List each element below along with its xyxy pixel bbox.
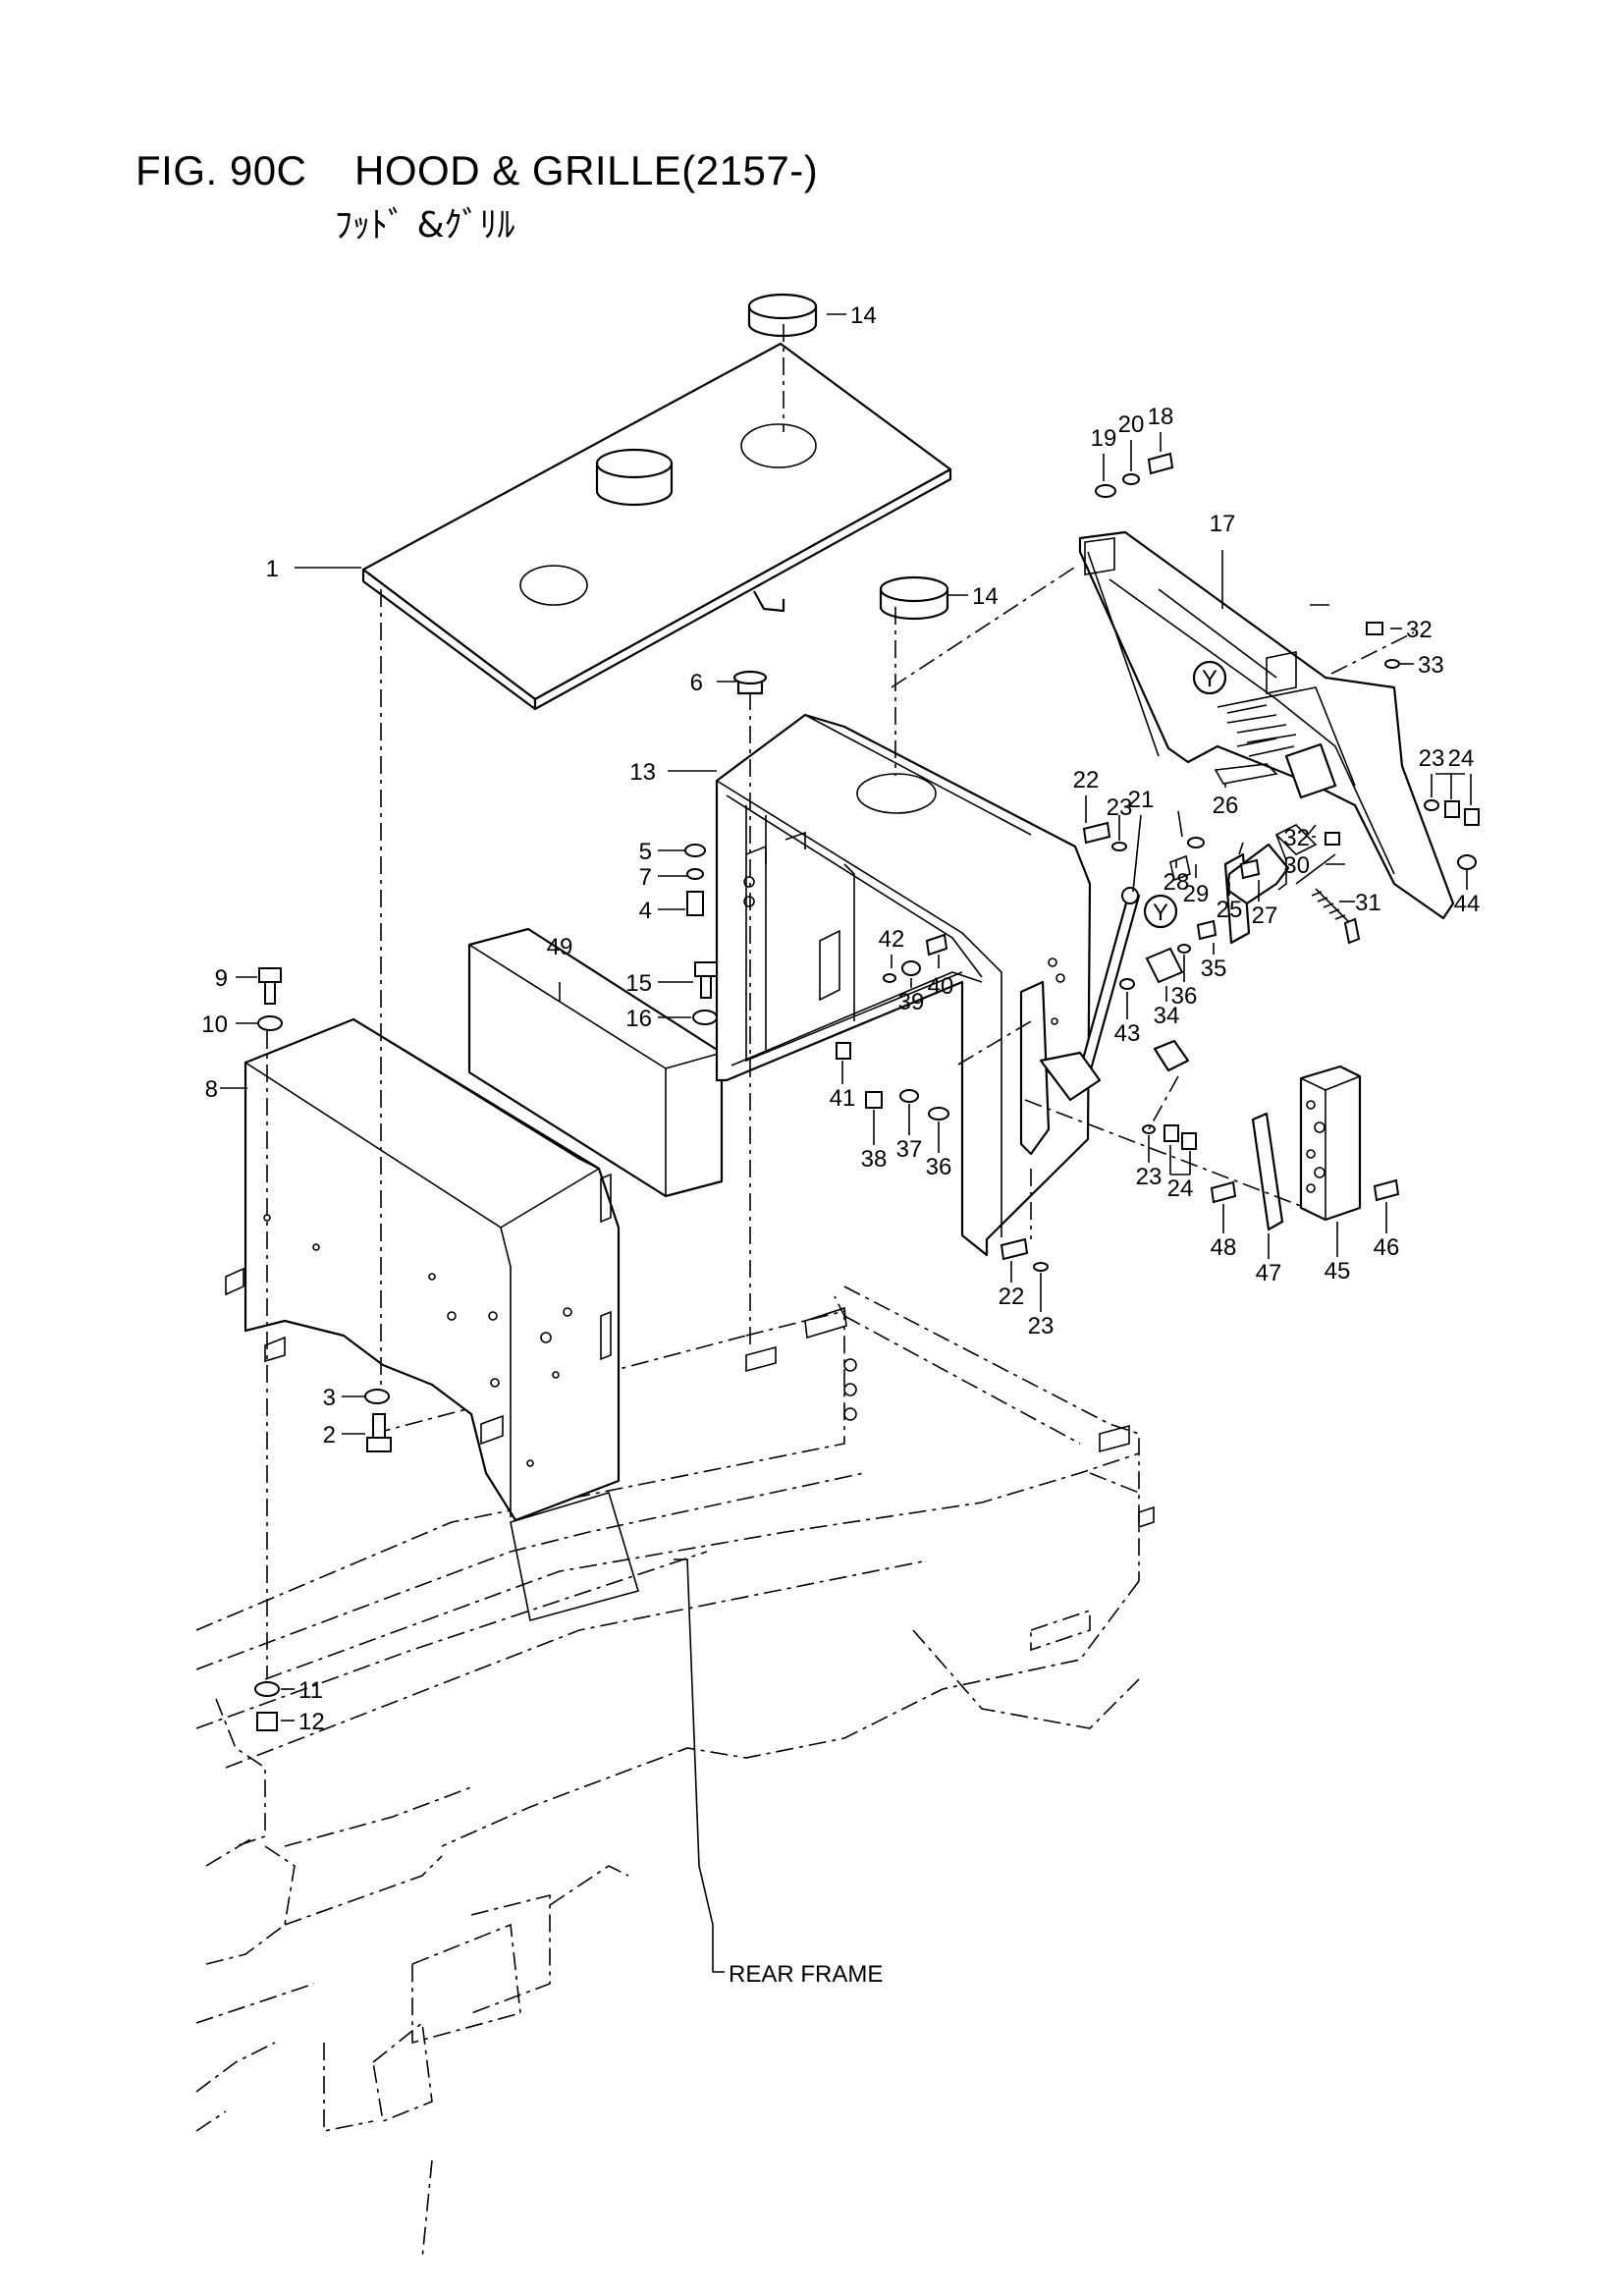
part-label: 11 [298,1677,323,1704]
part-label: 43 [1114,1020,1141,1047]
part-label: 4 [639,898,652,924]
part-label: 13 [629,759,656,786]
hood-top-panel [361,342,952,711]
part-label: 46 [1374,1234,1400,1261]
part-label: 40 [928,973,954,1000]
part-number-labels: 1 2 3 4 5 6 7 8 9 10 11 12 13 14 14 15 1… [201,302,1480,1988]
cap-lower [879,575,949,621]
part-label: 33 [1418,652,1444,679]
view-y-callout-lower: Y [1143,894,1178,929]
part-label: 38 [861,1146,888,1173]
part-label: 37 [896,1136,923,1163]
part-label: 21 [1128,787,1155,813]
part-label: 23 [1028,1313,1055,1339]
part-label: 36 [926,1154,952,1180]
grille-frame [1078,530,1455,920]
view-y-label-upper: Y [1202,666,1217,692]
part-label: 47 [1256,1260,1282,1286]
part-label: 23 [1419,745,1445,772]
mount-block [1299,1065,1362,1222]
cap-upper [747,293,818,338]
part-label: 14 [850,302,877,329]
part-label: 20 [1118,411,1145,438]
part-label: 26 [1213,793,1239,819]
part-label: 14 [972,583,999,610]
part-label: 29 [1183,881,1210,907]
insulation-panel [467,927,724,1198]
part-label: 19 [1091,425,1117,452]
part-label: 42 [879,926,905,953]
figure-title: FIG. 90C HOOD & GRILLE(2157-) [135,147,819,193]
part-label: 12 [298,1709,325,1735]
part-label: 41 [830,1085,856,1112]
part-label: 35 [1201,956,1227,982]
part-label: 28 [1163,869,1190,896]
part-label: 8 [205,1076,218,1103]
part-label: 44 [1454,891,1481,917]
part-label: 31 [1355,890,1381,916]
part-label: 24 [1167,1175,1194,1202]
part-label: 10 [201,1011,228,1038]
part-label: 17 [1210,511,1236,537]
part-label: 9 [215,965,228,992]
part-label: 48 [1211,1234,1237,1261]
part-label: 23 [1136,1164,1163,1190]
bracket-plate [1251,1112,1284,1231]
part-label: 36 [1171,983,1198,1010]
figure-subtitle: ﾌｯﾄﾞ &ｸﾞﾘﾙ [335,205,515,246]
gas-strut [1039,887,1190,1102]
hood-main-body [715,713,1092,1257]
rear-frame-outline [195,1285,1155,2260]
part-label: 27 [1252,902,1278,929]
part-label: 25 [1217,897,1243,923]
part-label: 32 [1283,825,1310,851]
view-y-label-lower: Y [1153,900,1168,926]
part-label: 7 [639,864,652,891]
part-label: 3 [323,1385,336,1411]
hardware-items [254,452,1480,1731]
part-label: 18 [1148,404,1174,430]
part-label: 39 [898,989,925,1015]
part-label: 22 [1073,767,1100,793]
view-y-callout-upper: Y [1192,660,1227,695]
left-side-cover [225,1017,640,1621]
leader-lines [220,313,1472,1973]
part-label: 49 [547,934,573,960]
part-label: 5 [639,839,652,865]
part-label: 2 [323,1422,336,1449]
figure-title-block: FIG. 90C HOOD & GRILLE(2157-) ﾌｯﾄﾞ &ｸﾞﾘﾙ [135,147,818,247]
part-label: 22 [999,1284,1025,1310]
part-label: 23 [1107,794,1133,821]
part-label: 24 [1448,745,1475,772]
part-label: 16 [625,1006,652,1032]
rear-frame-label: REAR FRAME [729,1961,883,1988]
part-label: 30 [1283,852,1310,879]
assembly-centerlines [266,324,1415,1679]
part-label: 6 [690,670,703,696]
part-label: 15 [625,970,652,997]
part-label: 45 [1325,1258,1351,1285]
part-label: 1 [266,556,279,582]
part-label: 34 [1154,1003,1180,1029]
part-label: 32 [1406,617,1433,643]
